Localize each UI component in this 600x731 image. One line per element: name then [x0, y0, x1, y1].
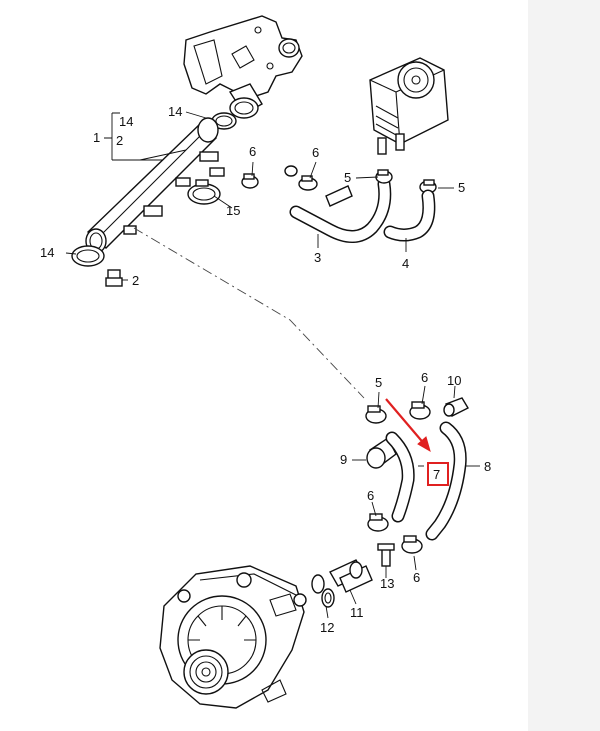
- o-ring-14-bottom: [71, 245, 105, 267]
- hose-clamp-6-e: [401, 535, 423, 554]
- hose-clamp-6-d: [367, 513, 389, 532]
- hose-clamp-5-c: [365, 405, 387, 424]
- cap-10: [443, 397, 469, 417]
- alternator: [159, 565, 307, 709]
- callout-8: 8: [484, 459, 491, 474]
- callout-14-top: 14: [168, 104, 182, 119]
- hose-3: [289, 177, 392, 243]
- hose-clamp-6-a: [241, 173, 259, 189]
- callout-13: 13: [380, 576, 394, 591]
- callout-6-a: 6: [249, 144, 256, 159]
- callout-2-bracket: 2: [116, 133, 123, 148]
- callout-3: 3: [314, 250, 321, 265]
- callout-11: 11: [350, 605, 364, 620]
- coolant-housing: [183, 15, 303, 119]
- callout-5-b: 5: [458, 180, 465, 195]
- callout-labels: 14 1 14 2 6 6 5 5 15 3 4 14 2 5 6 10 9 7…: [40, 104, 491, 635]
- side-panel: [528, 0, 600, 731]
- leader-lines: [65, 111, 480, 619]
- callout-7: 7: [433, 467, 440, 482]
- highlight-box: [427, 462, 449, 486]
- callout-12: 12: [320, 620, 334, 635]
- callout-15: 15: [226, 203, 240, 218]
- callout-1: 1: [93, 130, 100, 145]
- callout-6-d: 6: [367, 488, 374, 503]
- drain-plug-2: [105, 269, 123, 287]
- hose-clamp-6-c: [409, 401, 431, 420]
- fitting-11: [329, 559, 373, 593]
- hose-4: [383, 189, 436, 242]
- callout-5-c: 5: [375, 375, 382, 390]
- plug-9: [366, 436, 397, 469]
- highlight-arrow: [385, 398, 431, 453]
- bolt-13: [377, 543, 395, 567]
- hose-clamp-5-a: [375, 169, 393, 184]
- callout-14-top-left: 14: [119, 114, 133, 129]
- callout-5-a: 5: [344, 170, 351, 185]
- callout-2: 2: [132, 273, 139, 288]
- oil-cooler: [369, 57, 449, 155]
- callout-10: 10: [447, 373, 461, 388]
- callout-6-b: 6: [312, 145, 319, 160]
- callout-9: 9: [340, 452, 347, 467]
- connection-line: [133, 227, 365, 399]
- coolant-pipe-1: [85, 117, 225, 254]
- callout-6-c: 6: [421, 370, 428, 385]
- clamp-15: [187, 179, 221, 205]
- callout-14-bottom: 14: [40, 245, 54, 260]
- seal-rings-12: [311, 574, 335, 608]
- hose-8: [425, 421, 467, 541]
- hose-clamp-6-b: [284, 165, 318, 191]
- hose-7: [385, 431, 415, 523]
- callout-4: 4: [402, 256, 409, 271]
- callout-6-e: 6: [413, 570, 420, 585]
